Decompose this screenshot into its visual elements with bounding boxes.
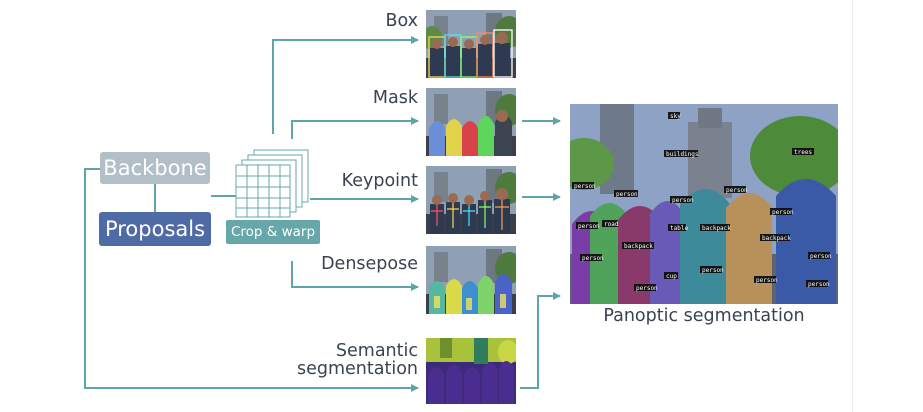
panoptic-tag-buildings: buildings — [666, 151, 699, 158]
panoptic-tag-backpack: backpack — [702, 225, 731, 232]
feature-grid-stack-icon — [235, 149, 309, 218]
panoptic-output-image: .tag{font-family:"DejaVu Sans Mono",mono… — [570, 104, 838, 304]
arrow-to-box — [272, 36, 419, 134]
slide-edge-divider — [852, 0, 853, 412]
densepose-output-image — [426, 246, 516, 314]
panoptic-tag-person: person — [702, 267, 724, 274]
panoptic-tag-backpack: backpack — [762, 235, 791, 242]
proposals-label: Proposals — [104, 217, 206, 241]
panoptic-tag-road: road — [604, 221, 619, 228]
backbone-label: Backbone — [103, 156, 207, 180]
semantic-output-image — [426, 338, 516, 404]
mask-output-image — [426, 88, 516, 156]
crop-warp-block: Crop & warp — [226, 220, 320, 244]
arrow-to-semantic — [84, 168, 419, 392]
panoptic-tag-person: person — [756, 277, 778, 284]
keypoint-head-label: Keypoint — [341, 171, 418, 191]
proposals-block: Proposals — [99, 212, 211, 246]
panoptic-tag-cup: cup — [666, 273, 677, 280]
panoptic-caption: Panoptic segmentation — [603, 306, 805, 326]
panoptic-tag-backpack: backpack — [624, 243, 653, 250]
panoptic-tag-trees: trees — [794, 149, 812, 156]
semantic-head-label-line1: Semantic — [335, 341, 418, 361]
densepose-head-label: Densepose — [321, 254, 418, 274]
keypoint-output-image — [426, 166, 516, 234]
panoptic-tag-person: person — [582, 255, 604, 262]
backbone-block: Backbone — [100, 152, 210, 184]
panoptic-tag-person: person — [772, 209, 794, 216]
arrow-semantic-to-panoptic — [520, 292, 561, 389]
panoptic-tag-table: table — [670, 225, 688, 232]
mask-head-label: Mask — [372, 88, 418, 108]
crop-warp-label: Crop & warp — [230, 224, 316, 240]
semantic-head-label-line2: segmentation — [296, 359, 418, 379]
panoptic-tag-person: person — [808, 281, 830, 288]
panoptic-tag-sky: sky — [670, 113, 681, 120]
panoptic-tag-person: person — [636, 285, 658, 292]
panoptic-tag-person: person — [578, 223, 600, 230]
box-head-label: Box — [385, 11, 418, 31]
panoptic-tag-person: person — [810, 253, 832, 260]
box-output-image — [426, 10, 516, 78]
arrow-to-densepose — [291, 261, 419, 291]
panoptic-tag-person: person — [672, 197, 694, 204]
panoptic-tag-person: person — [616, 191, 638, 198]
panoptic-tag-person: person — [574, 183, 596, 190]
arrow-to-mask — [291, 117, 419, 139]
panoptic-tag-person: person — [726, 187, 748, 194]
